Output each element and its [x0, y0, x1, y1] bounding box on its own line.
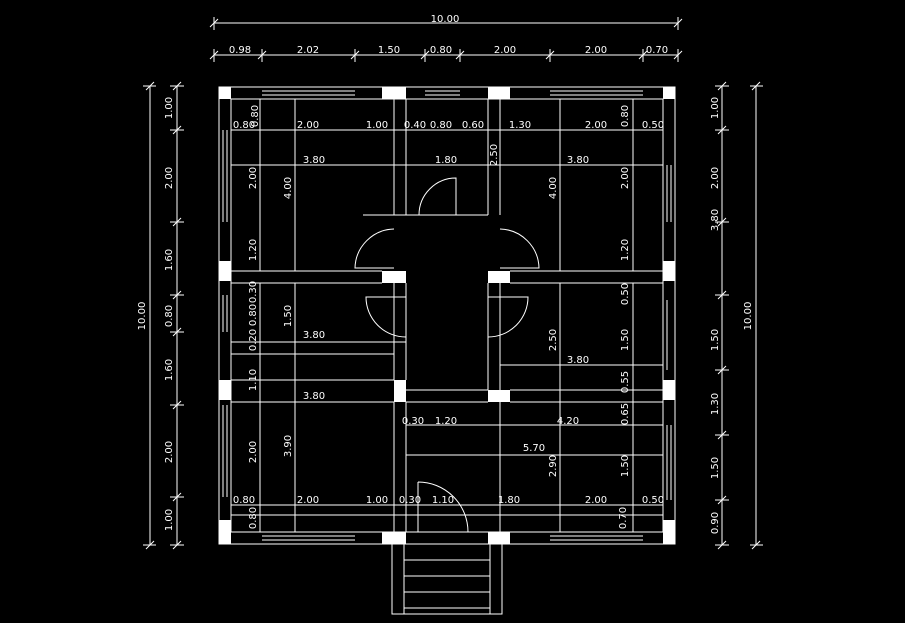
dim-label: 0.20 — [248, 329, 259, 351]
dim-label: 3.80 — [567, 355, 589, 366]
dim-label: 0.80 — [233, 495, 255, 506]
exterior-walls — [218, 86, 676, 545]
right-dimension-chain — [715, 81, 763, 550]
dim-label: 4.00 — [548, 177, 559, 199]
left-dim-1: 1.00 — [164, 97, 175, 119]
dim-label: 0.80 — [430, 120, 452, 131]
dim-label: 0.80 — [248, 507, 259, 529]
left-dim-5: 1.60 — [164, 359, 175, 381]
dim-label: 3.80 — [567, 155, 589, 166]
dim-label: 3.80 — [303, 391, 325, 402]
dim-label: 3.80 — [303, 155, 325, 166]
dim-label: 0.65 — [620, 403, 631, 425]
dim-label: 2.00 — [620, 167, 631, 189]
top-dim-2: 2.02 — [297, 45, 319, 56]
dim-label: 2.00 — [585, 120, 607, 131]
left-dim-7: 1.00 — [164, 509, 175, 531]
dim-label: 1.50 — [620, 329, 631, 351]
dim-label: 1.20 — [620, 239, 631, 261]
dim-label: 0.70 — [618, 507, 629, 529]
interior-dimension-lines — [231, 99, 663, 532]
dim-label: 1.00 — [366, 495, 388, 506]
dim-label: 1.80 — [435, 155, 457, 166]
dim-label: 2.00 — [248, 167, 259, 189]
doors — [354, 177, 540, 533]
dim-label: 1.20 — [248, 239, 259, 261]
dim-label: 2.90 — [548, 455, 559, 477]
dim-label: 0.80 — [248, 304, 259, 326]
top-dimension-chain — [209, 17, 683, 62]
dim-label: 0.60 — [462, 120, 484, 131]
right-overall-dim: 10.00 — [743, 302, 754, 331]
dim-label: 3.90 — [283, 435, 294, 457]
dim-label: 0.50 — [642, 495, 664, 506]
left-overall-dim: 10.00 — [137, 302, 148, 331]
dim-label: 1.20 — [435, 416, 457, 427]
dim-label: 1.50 — [283, 305, 294, 327]
dim-label: 0.80 — [620, 105, 631, 127]
dim-label: 4.20 — [557, 416, 579, 427]
dim-label: 5.70 — [523, 443, 545, 454]
dim-label: 1.50 — [620, 455, 631, 477]
dim-label: 1.30 — [509, 120, 531, 131]
right-dim-3: 3.80 — [710, 209, 721, 231]
dim-label: 2.50 — [489, 144, 500, 166]
dim-label: 1.10 — [248, 369, 259, 391]
dim-label: 2.00 — [248, 441, 259, 463]
right-dim-1: 1.00 — [710, 97, 721, 119]
dim-label: 0.40 — [404, 120, 426, 131]
top-dim-4: 0.80 — [430, 45, 452, 56]
left-dim-3: 1.60 — [164, 249, 175, 271]
right-dim-5: 1.30 — [710, 393, 721, 415]
interior-dimension-labels: 0.80 0.80 2.00 1.00 0.40 0.80 0.60 1.30 … — [233, 105, 664, 529]
top-dim-7: 0.70 — [646, 45, 668, 56]
right-dim-6: 1.50 — [710, 457, 721, 479]
dim-label: 2.00 — [297, 120, 319, 131]
dim-label: 0.30 — [248, 281, 259, 303]
dim-label: 1.00 — [366, 120, 388, 131]
dim-label: 0.80 — [250, 105, 261, 127]
dim-label: 0.50 — [620, 283, 631, 305]
dim-label: 0.30 — [399, 495, 421, 506]
dim-label: 0.55 — [620, 371, 631, 393]
dim-label: 2.00 — [585, 495, 607, 506]
right-dim-7: 0.90 — [710, 512, 721, 534]
top-dim-3: 1.50 — [378, 45, 400, 56]
dim-label: 4.00 — [283, 177, 294, 199]
dim-label: 3.80 — [303, 330, 325, 341]
dim-label: 1.80 — [498, 495, 520, 506]
dim-label: 2.00 — [297, 495, 319, 506]
interior-walls — [231, 99, 663, 532]
right-dim-2: 2.00 — [710, 167, 721, 189]
dim-label: 0.50 — [642, 120, 664, 131]
dim-label: 1.10 — [432, 495, 454, 506]
entrance-steps — [391, 543, 503, 615]
top-dim-5: 2.00 — [494, 45, 516, 56]
left-dim-4: 0.80 — [164, 305, 175, 327]
left-dim-6: 2.00 — [164, 441, 175, 463]
dim-label: 0.80 — [233, 120, 255, 131]
dim-label: 0.30 — [402, 416, 424, 427]
top-overall-dim: 10.00 — [431, 14, 460, 25]
top-dim-1: 0.98 — [229, 45, 251, 56]
right-dim-4: 1.50 — [710, 329, 721, 351]
left-dim-2: 2.00 — [164, 167, 175, 189]
structural-columns — [219, 87, 675, 544]
dim-label: 2.50 — [548, 329, 559, 351]
left-dimension-chain — [143, 81, 184, 550]
top-dim-6: 2.00 — [585, 45, 607, 56]
